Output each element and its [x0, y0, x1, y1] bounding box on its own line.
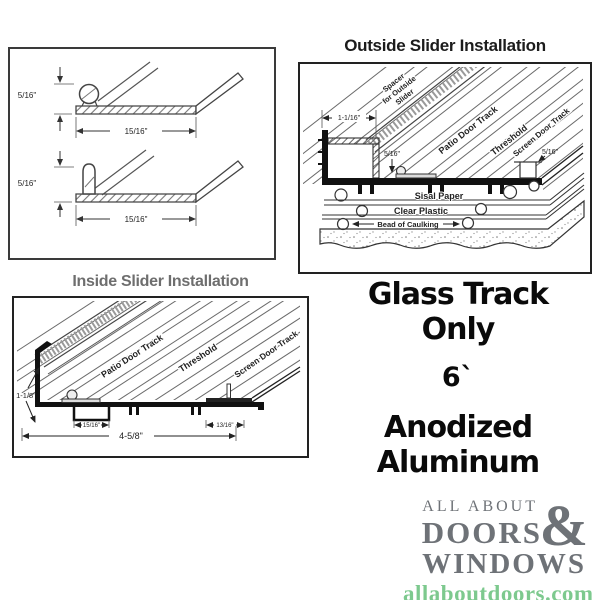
product-material-line1: Anodized — [383, 410, 533, 445]
clear-plastic-layer — [322, 184, 585, 220]
caulking-bead-left — [336, 217, 350, 231]
caulking-beads-row1 — [334, 180, 540, 202]
threshold-nose — [35, 341, 52, 356]
threshold-face — [35, 353, 40, 407]
glass-track-face — [322, 130, 328, 185]
caulking-bead-right — [461, 216, 475, 230]
dim-profile1-height: 5/16" — [18, 91, 37, 100]
logo-website-url: allaboutdoors.com — [403, 581, 594, 600]
product-description: Glass Track Only 6` Anodized Aluminum — [328, 277, 588, 480]
threshold-end-step — [254, 402, 264, 410]
patio-track-channel — [72, 407, 111, 422]
product-length: 6` — [441, 362, 475, 393]
fin-head — [82, 163, 96, 195]
logo-ampersand: & — [539, 493, 588, 558]
caulking-label: Bead of Caulking — [377, 220, 439, 229]
product-material-line2: Aluminum — [376, 445, 540, 480]
dim-profile2-height: 5/16" — [18, 179, 37, 188]
dim-height: 1-1/8" — [16, 391, 36, 400]
dim-patio-width: 15/16" — [83, 423, 100, 429]
patio-track-label: Patio Door Track — [99, 332, 165, 380]
inside-installation-title: Inside Slider Installation — [72, 273, 249, 290]
dim-screen-height: 5/16" — [542, 149, 559, 156]
caulking-beads-row2 — [355, 202, 488, 218]
screen-track-fin — [226, 383, 231, 399]
screen-track-strip — [206, 398, 252, 402]
glass-track-wall — [372, 143, 380, 179]
spacer-strip — [365, 67, 516, 153]
store-logo: & ALL ABOUT DOORS WINDOWS allaboutdoors.… — [403, 493, 594, 600]
screen-track-label: Screen Door Track — [232, 328, 299, 379]
profile-fin-track: 5/16" 15/16" — [18, 149, 244, 226]
concrete-slab — [319, 199, 585, 249]
logo-windows: WINDOWS — [422, 548, 586, 580]
threshold-tabs — [358, 185, 504, 194]
spacer-strip — [34, 301, 174, 375]
threshold-surface-lines — [17, 301, 300, 438]
dim-track-height: 5/16" — [384, 151, 401, 158]
dim-profile2-width: 15/16" — [125, 215, 148, 224]
patio-track-strip — [61, 398, 101, 403]
profile-bulb-track: 5/16" 15/16" — [18, 61, 244, 138]
profiles-panel: 5/16" 15/16" 5/16" — [8, 47, 276, 260]
threshold-tabs — [129, 407, 201, 415]
dim-screen-width: 13/16" — [216, 423, 233, 429]
glass-track-flange — [327, 137, 380, 145]
dim-overall-width: 4-5/8" — [119, 431, 143, 441]
clear-plastic-label: Clear Plastic — [394, 206, 448, 216]
dim-profile1-width: 15/16" — [125, 127, 148, 136]
outside-installation-panel: 1-1/16" 5/16" 5/16" Spacer for Outside S… — [298, 62, 592, 274]
product-title-line1: Glass Track — [367, 277, 549, 312]
dim-spacer-width: 1-1/16" — [338, 115, 361, 122]
product-title-line2: Only — [421, 312, 496, 347]
inside-installation-diagram: 1-1/8" 15/16" 13/16" 4-5/8" Patio Door T… — [16, 301, 301, 441]
inside-installation-panel: 1-1/8" 15/16" 13/16" 4-5/8" Patio Door T… — [12, 296, 309, 458]
logo-doors: DOORS — [421, 515, 542, 550]
threshold-base — [322, 178, 542, 185]
logo-all-about: ALL ABOUT — [422, 498, 538, 515]
patio-track-strip — [395, 173, 437, 179]
screen-track-channel — [519, 161, 537, 179]
outside-installation-diagram: 1-1/16" 5/16" 5/16" Spacer for Outside S… — [303, 67, 585, 260]
outside-installation-title: Outside Slider Installation — [344, 36, 546, 55]
profiles-diagram: 5/16" 15/16" 5/16" — [18, 61, 244, 226]
sisal-paper-label: Sisal Paper — [415, 191, 464, 201]
threshold-base — [35, 402, 254, 407]
